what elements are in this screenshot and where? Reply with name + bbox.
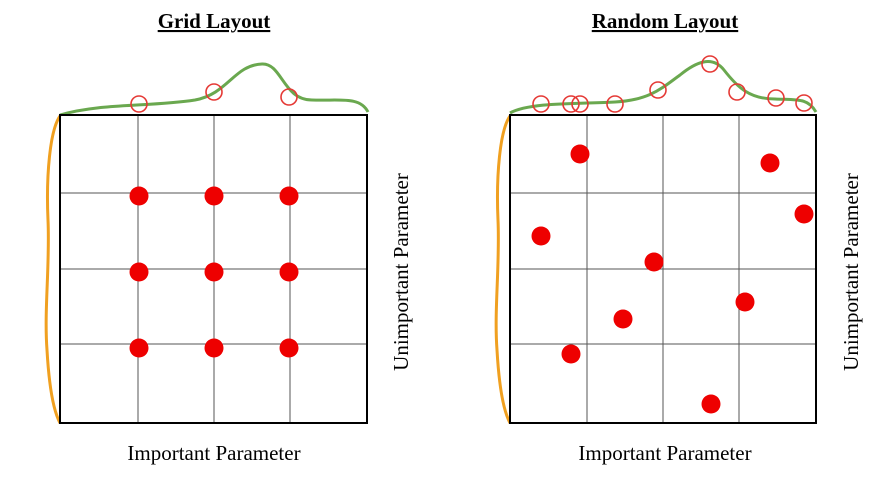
random-layout-panel: Random Layout bbox=[494, 9, 863, 465]
y-axis-label: Unimportant Parameter bbox=[389, 173, 413, 371]
sample-point bbox=[204, 262, 224, 282]
sample-point bbox=[279, 262, 299, 282]
sample-point bbox=[204, 338, 224, 358]
x-axis-label: Important Parameter bbox=[578, 441, 751, 465]
sample-point bbox=[561, 344, 581, 364]
sample-point bbox=[794, 204, 814, 224]
important-parameter-curve bbox=[59, 62, 370, 117]
sample-point bbox=[279, 186, 299, 206]
panel-title: Random Layout bbox=[592, 9, 738, 33]
projection-circle bbox=[280, 88, 298, 106]
projection-circle bbox=[130, 95, 148, 113]
plot-frame bbox=[509, 114, 817, 424]
projection-circle bbox=[795, 94, 813, 112]
sample-point bbox=[760, 153, 780, 173]
projection-circle bbox=[649, 81, 667, 99]
sample-point bbox=[279, 338, 299, 358]
sample-point bbox=[129, 186, 149, 206]
grid-layout-panel: Grid Layout bbox=[44, 9, 413, 465]
projection-circle bbox=[571, 95, 589, 113]
sample-points bbox=[129, 186, 299, 358]
sample-point bbox=[613, 309, 633, 329]
grid-lines bbox=[510, 115, 816, 423]
y-axis-label: Unimportant Parameter bbox=[839, 173, 863, 371]
projection-circle bbox=[532, 95, 550, 113]
sample-point bbox=[701, 394, 721, 414]
projection-circles bbox=[130, 83, 298, 113]
sample-point bbox=[570, 144, 590, 164]
sample-points bbox=[531, 144, 814, 414]
sample-point bbox=[644, 252, 664, 272]
sample-point bbox=[735, 292, 755, 312]
panel-title: Grid Layout bbox=[158, 9, 271, 33]
sample-point bbox=[531, 226, 551, 246]
projection-circle bbox=[205, 83, 223, 101]
plot-frame bbox=[59, 114, 368, 424]
projection-circles bbox=[532, 55, 813, 113]
sample-point bbox=[129, 338, 149, 358]
important-parameter-curve bbox=[509, 60, 818, 115]
projection-circle bbox=[562, 95, 580, 113]
projection-circle bbox=[728, 83, 746, 101]
unimportant-parameter-curve bbox=[494, 115, 512, 424]
projection-circle bbox=[701, 55, 719, 73]
unimportant-parameter-curve bbox=[44, 115, 62, 424]
x-axis-label: Important Parameter bbox=[127, 441, 300, 465]
sample-point bbox=[204, 186, 224, 206]
sample-point bbox=[129, 262, 149, 282]
projection-circle bbox=[767, 89, 785, 107]
projection-circle bbox=[606, 95, 624, 113]
